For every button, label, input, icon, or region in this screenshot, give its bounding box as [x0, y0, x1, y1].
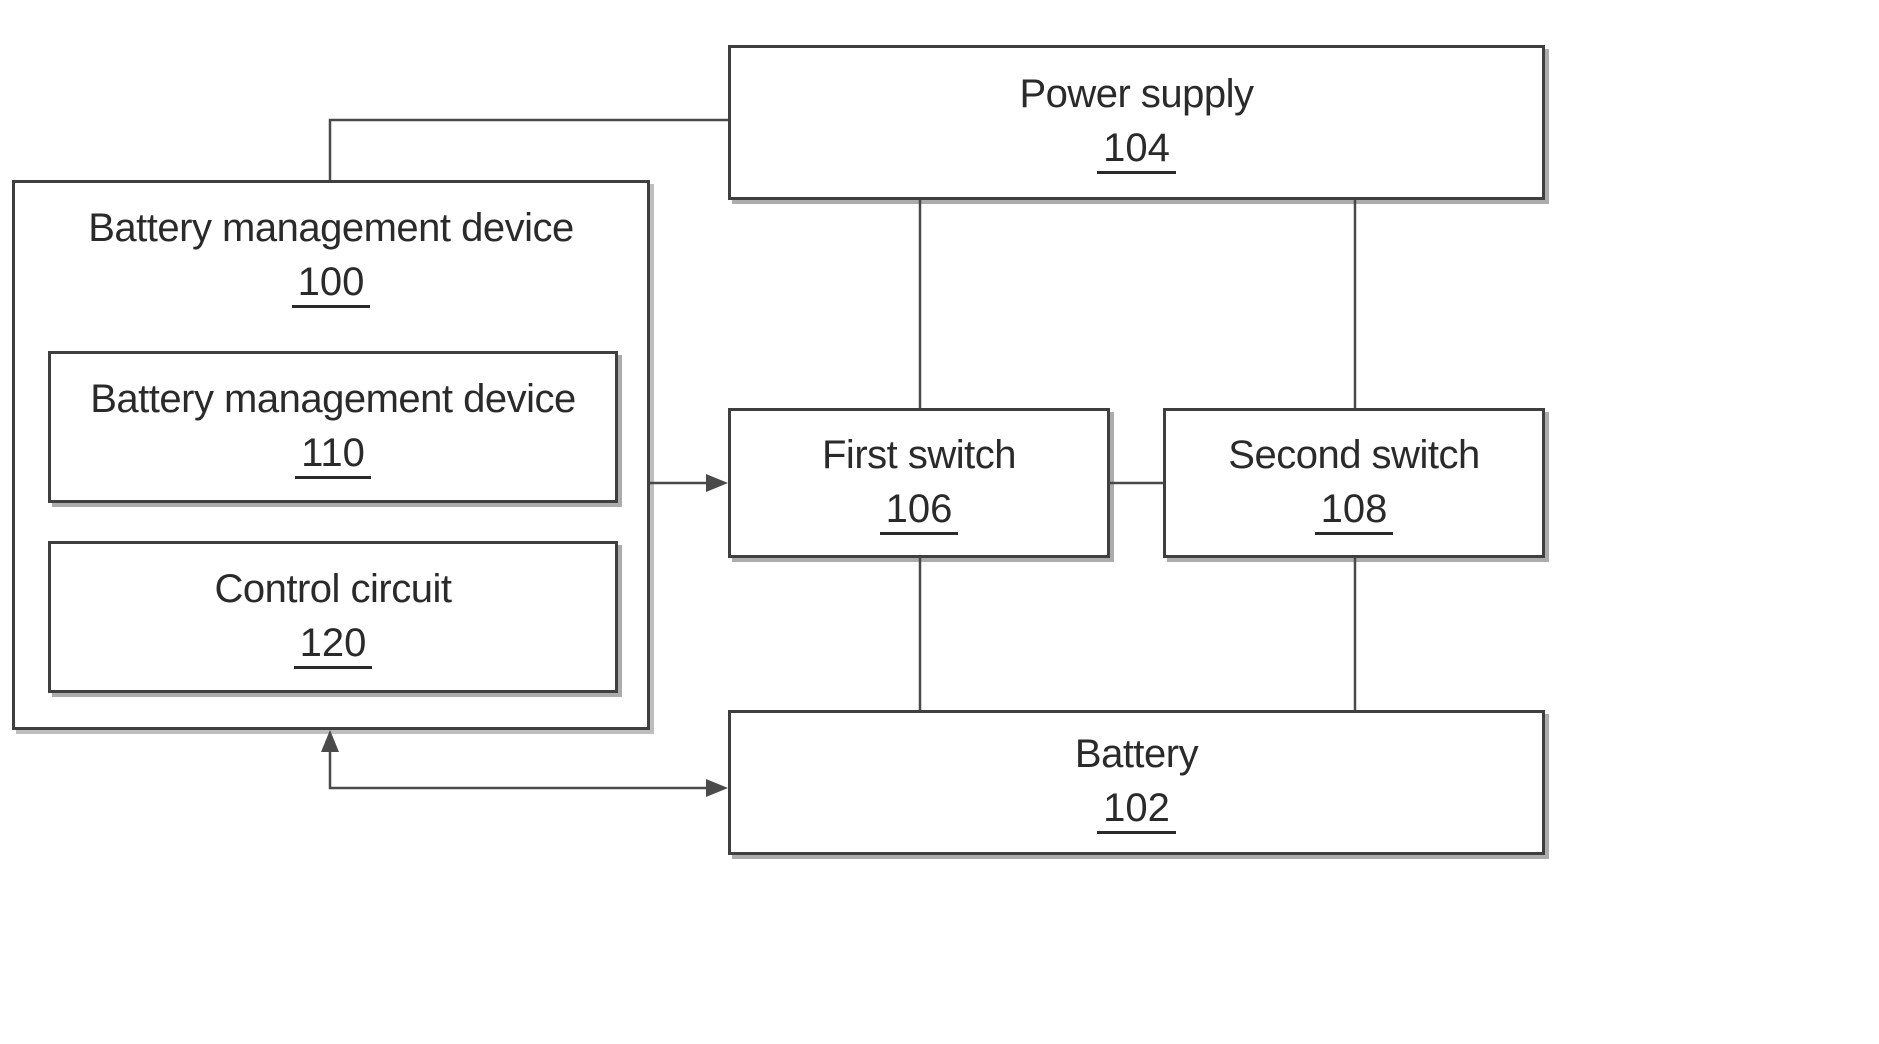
battery-management-device-ref: 100	[291, 261, 371, 308]
battery-management-device-title: Battery management device	[88, 206, 574, 250]
control-circuit-title: Control circuit	[214, 566, 452, 611]
battery-management-device-inner-box: Battery management device 110	[48, 351, 618, 503]
battery-management-device-inner-ref: 110	[295, 432, 371, 479]
control-circuit-ref: 120	[293, 622, 373, 669]
control-circuit-box: Control circuit 120	[48, 541, 618, 693]
power-supply-ref: 104	[1097, 127, 1176, 174]
battery-ref: 102	[1097, 787, 1176, 834]
power-supply-box: Power supply 104	[728, 45, 1545, 200]
arrowhead-into-bmd	[321, 730, 339, 752]
battery-box: Battery 102	[728, 710, 1545, 855]
second-switch-ref: 108	[1314, 488, 1394, 535]
arrowhead-into-battery	[706, 779, 728, 797]
battery-management-device-inner-title: Battery management device	[90, 376, 576, 421]
first-switch-box: First switch 106	[728, 408, 1110, 558]
second-switch-title: Second switch	[1228, 432, 1480, 477]
battery-management-device-box: Battery management device 100 Battery ma…	[12, 180, 650, 730]
connector-bmd-to-power	[328, 118, 728, 180]
connector-bmd-to-battery	[328, 748, 708, 790]
arrowhead-into-first-switch	[706, 474, 728, 492]
second-switch-box: Second switch 108	[1163, 408, 1545, 558]
first-switch-title: First switch	[822, 432, 1017, 477]
first-switch-ref: 106	[879, 488, 959, 535]
battery-title: Battery	[1074, 732, 1199, 776]
power-supply-title: Power supply	[1019, 72, 1254, 116]
